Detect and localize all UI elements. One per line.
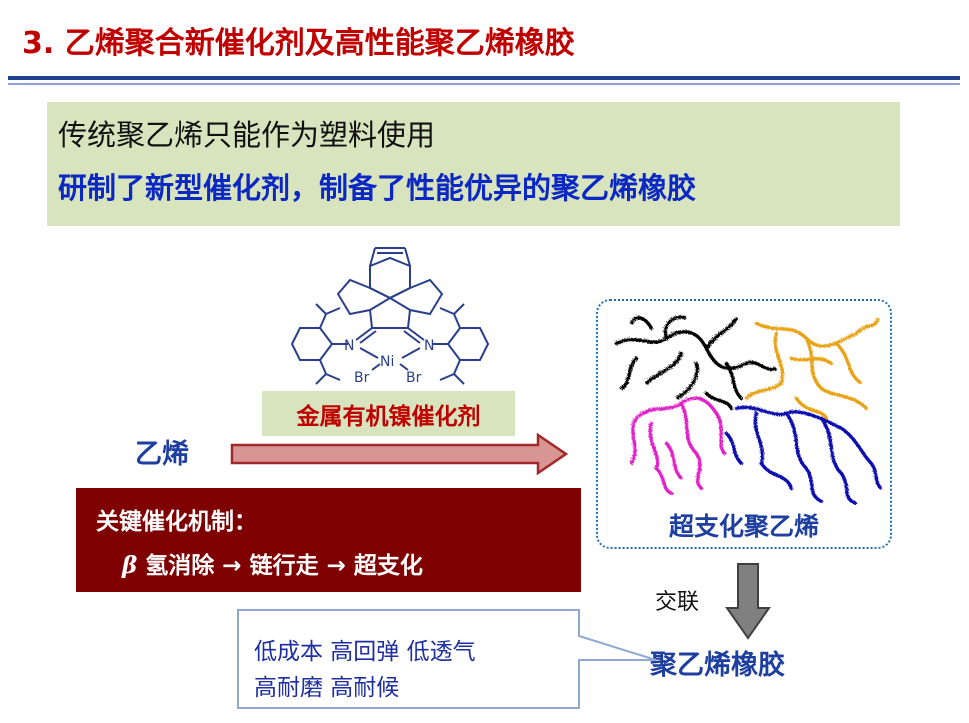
crosslink-arrow bbox=[725, 563, 771, 640]
polymer-black bbox=[613, 314, 777, 409]
polymer-blue bbox=[723, 404, 882, 504]
callout-line-1: 低成本 高回弹 低透气 bbox=[254, 639, 476, 665]
banner-line-achievement: 研制了新型催化剂，制备了性能优异的聚乙烯橡胶 bbox=[58, 171, 697, 205]
reaction-arrow bbox=[230, 432, 569, 476]
polymer-magenta bbox=[628, 395, 725, 494]
mechanism-box bbox=[76, 488, 581, 592]
reactant-ethylene: 乙烯 bbox=[135, 439, 189, 470]
banner-line-traditional: 传统聚乙烯只能作为塑料使用 bbox=[58, 118, 436, 152]
hyperbranched-label: 超支化聚乙烯 bbox=[668, 512, 819, 541]
atom-br-right: Br bbox=[406, 370, 422, 386]
catalyst-label-box bbox=[262, 391, 515, 436]
polymer-orange bbox=[743, 315, 879, 419]
summary-banner bbox=[47, 102, 900, 226]
atom-ni: Ni bbox=[380, 354, 394, 370]
page-title: 3. 乙烯聚合新催化剂及高性能聚乙烯橡胶 bbox=[22, 26, 575, 61]
mechanism-beta: β bbox=[122, 552, 138, 579]
title-divider bbox=[8, 76, 960, 80]
properties-callout bbox=[237, 609, 657, 709]
callout-line-2: 高耐磨 高耐候 bbox=[254, 675, 400, 701]
mechanism-steps: β 氢消除 → 链行走 → 超支化 bbox=[122, 546, 423, 580]
hyperbranched-polymer-illustration bbox=[613, 314, 882, 504]
atom-br-left: Br bbox=[354, 370, 370, 386]
atom-n-right: N bbox=[424, 338, 434, 354]
mechanism-title: 关键催化机制： bbox=[96, 509, 257, 535]
product-label: 聚乙烯橡胶 bbox=[650, 650, 785, 681]
title-divider-thin bbox=[8, 83, 960, 85]
catalyst-structure: N N Ni Br Br bbox=[290, 247, 490, 386]
mechanism-step-list: 氢消除 → 链行走 → 超支化 bbox=[145, 553, 423, 579]
catalyst-label: 金属有机镍催化剂 bbox=[296, 404, 481, 430]
crosslink-label: 交联 bbox=[655, 590, 700, 615]
atom-n-left: N bbox=[344, 338, 354, 354]
hyperbranched-box bbox=[596, 299, 892, 549]
